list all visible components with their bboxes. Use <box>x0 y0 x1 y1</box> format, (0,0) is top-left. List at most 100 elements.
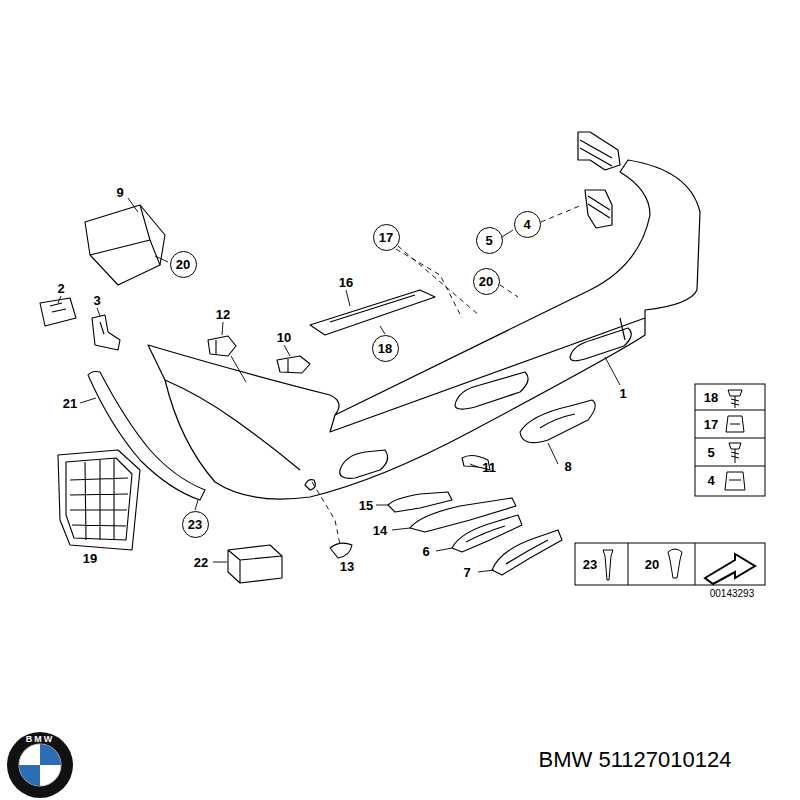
dashed-leaders-shape <box>312 482 340 545</box>
parts-shape <box>66 458 132 540</box>
leader-lines-shape <box>155 256 168 262</box>
bumper-shape <box>580 140 612 218</box>
callout-circle: 18 <box>372 335 399 362</box>
bmw-logo-shape <box>7 732 73 798</box>
leader-lines-shape <box>380 326 385 334</box>
callout-circle: 5 <box>476 227 503 254</box>
callout-number: 12 <box>216 308 230 321</box>
bumper-shape <box>165 380 300 470</box>
leader-lines-shape <box>97 308 100 316</box>
callout-number: 11 <box>482 461 496 474</box>
callout-circle: 4 <box>514 211 541 238</box>
parts-shape <box>90 205 160 265</box>
bumper-shape <box>340 450 388 478</box>
callout-number: 5 <box>485 234 492 247</box>
leader-lines-shape <box>340 548 347 558</box>
bmw-logo-shape <box>40 744 61 765</box>
leader-lines-shape <box>284 345 290 356</box>
parts-shape <box>85 205 165 285</box>
hardware-legend-shape <box>628 543 695 585</box>
bmw-logo <box>7 732 73 798</box>
callout-circle: 17 <box>373 224 400 251</box>
leader-lines-shape <box>213 562 227 563</box>
callout-number: 7 <box>463 566 470 579</box>
parts-shape <box>492 530 562 575</box>
dashed-leaders-shape <box>500 285 518 297</box>
callout-number: 4 <box>707 474 714 487</box>
callout-number: 18 <box>378 342 392 355</box>
callout-number: 23 <box>583 558 597 571</box>
hardware-legend-shape <box>728 390 742 408</box>
dashed-leaders-shape <box>398 246 480 316</box>
bumper-shape <box>455 372 528 409</box>
callout-number: 20 <box>479 275 493 288</box>
hardware-legend-shape <box>575 543 765 585</box>
callout-number: 2 <box>57 282 64 295</box>
hardware-legend <box>575 384 765 585</box>
leader-lines-shape <box>346 290 350 306</box>
hardware-legend-shape <box>668 549 682 578</box>
callout-number: 8 <box>564 460 571 473</box>
leader-lines-shape <box>58 296 61 303</box>
leader-lines-shape <box>222 322 223 335</box>
hardware-legend-shape <box>729 443 741 463</box>
callout-number: 23 <box>188 518 202 531</box>
callout-number: 16 <box>339 276 353 289</box>
parts-shape <box>310 290 435 335</box>
parts-shape <box>228 545 282 583</box>
leader-lines-shape <box>80 398 96 403</box>
leader-lines-shape <box>231 356 246 382</box>
leader-lines-shape <box>502 230 513 237</box>
leader-lines-shape <box>436 548 452 551</box>
leader-lines-shape <box>195 500 198 510</box>
parts-shape <box>58 450 140 550</box>
leader-lines-shape <box>128 198 138 212</box>
callout-number: 20 <box>176 258 190 271</box>
callout-number: 17 <box>379 231 393 244</box>
callout-number: 4 <box>523 218 530 231</box>
callout-number: 15 <box>359 499 373 512</box>
dashed-leaders <box>312 205 582 545</box>
callout-number: 1 <box>619 387 626 400</box>
callout-number: 3 <box>93 294 100 307</box>
hardware-legend-shape <box>726 416 744 432</box>
bmw-logo-shape <box>19 765 40 786</box>
parts-shape <box>92 315 120 350</box>
callout-number: 20 <box>645 558 659 571</box>
callout-number: 10 <box>277 331 291 344</box>
leader-lines-shape <box>392 528 410 530</box>
callout-number: 6 <box>422 545 429 558</box>
leader-lines-shape <box>376 505 388 506</box>
bumper-shape <box>148 160 700 499</box>
callout-number: 14 <box>373 524 387 537</box>
dashed-leaders-shape <box>396 249 462 318</box>
bumper-shape <box>330 318 645 432</box>
leader-lines-shape <box>478 570 494 572</box>
hardware-legend-shape <box>695 410 765 466</box>
callout-number: 21 <box>63 397 77 410</box>
part-number: BMW 51127010124 <box>539 749 732 771</box>
leader-lines-shape <box>548 443 558 464</box>
leader-lines-shape <box>470 464 478 467</box>
callout-circle: 20 <box>170 251 197 278</box>
hardware-legend-shape <box>603 550 613 580</box>
parts-shape <box>520 400 595 443</box>
hardware-legend-shape <box>725 472 745 490</box>
leader-lines-shape <box>605 357 620 385</box>
callout-number: 17 <box>704 418 718 431</box>
parts <box>40 205 595 583</box>
hardware-legend-shape <box>695 384 765 496</box>
dashed-leaders-shape <box>541 205 582 222</box>
parts-shape <box>70 459 128 540</box>
callout-number: 9 <box>116 186 123 199</box>
hardware-legend-shape <box>705 554 755 584</box>
parts-shape <box>388 492 452 512</box>
parts-shape <box>277 356 310 373</box>
callout-circle: 23 <box>182 511 209 538</box>
bumper-shape <box>570 328 631 361</box>
parts-shape <box>452 515 522 552</box>
logo-text: BMW <box>26 735 55 744</box>
callout-number: 13 <box>340 560 354 573</box>
